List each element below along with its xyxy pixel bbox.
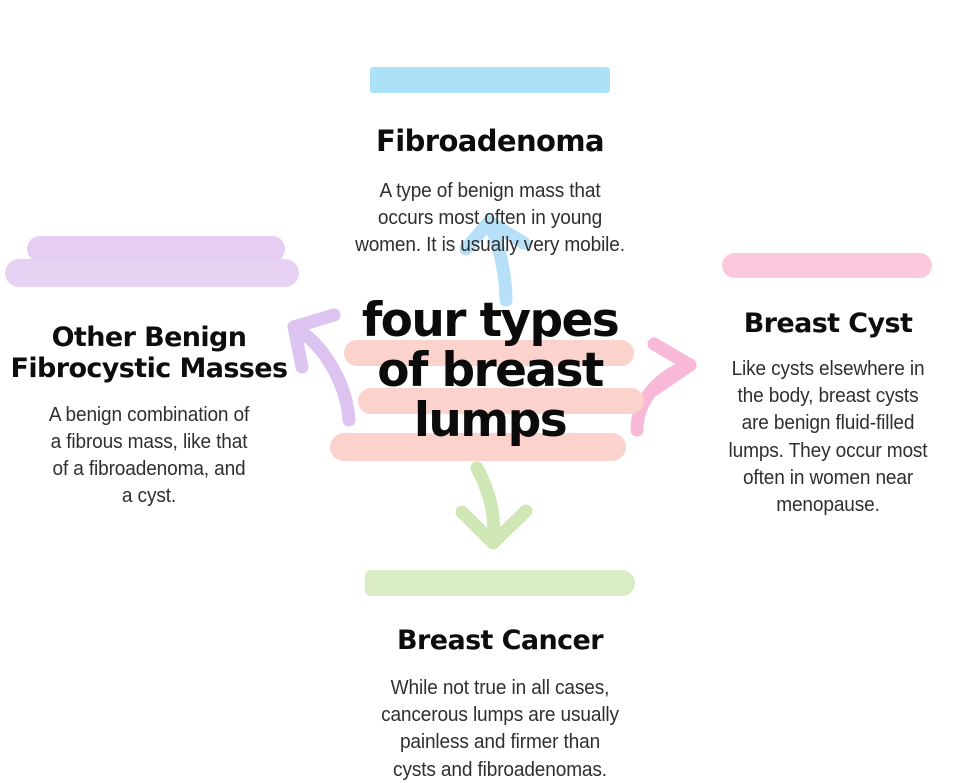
heading-text: Breast Cancer <box>397 624 604 656</box>
heading-text: Breast Cyst <box>743 307 913 339</box>
title-highlight-bar-1 <box>344 340 634 366</box>
heading-text: Other Benign Fibrocystic Masses <box>10 321 289 385</box>
heading-highlight-line-1 <box>26 236 286 262</box>
center-title-text: four types of breast lumps <box>361 293 620 448</box>
node-breast-cancer-body: While not true in all cases, cancerous l… <box>381 675 619 781</box>
heading-text: Fibroadenoma <box>376 124 604 159</box>
center-title-block: four types of breast lumps <box>330 293 650 461</box>
node-other-benign-fibrocystic-masses: Other Benign Fibrocystic Masses A benign… <box>0 228 304 510</box>
node-fibroadenoma-body: A type of benign mass that occurs most o… <box>355 178 625 257</box>
node-other-benign-body: A benign combination of a fibrous mass, … <box>48 402 250 508</box>
heading-highlight <box>365 570 635 596</box>
heading-highlight <box>370 67 610 93</box>
infographic-canvas: four types of breast lumps Fibroadenoma … <box>0 58 980 781</box>
node-breast-cyst-heading: Breast Cyst <box>721 245 933 339</box>
arrow-down-to-breast-cancer <box>455 461 533 550</box>
node-fibroadenoma-heading: Fibroadenoma <box>366 58 614 159</box>
node-breast-cyst: Breast Cyst Like cysts elsewhere in the … <box>676 245 980 518</box>
heading-highlight <box>721 253 933 278</box>
title-highlight-bar-2 <box>358 388 644 414</box>
node-breast-cancer: Breast Cancer While not true in all case… <box>330 562 670 783</box>
heading-highlight-line-2 <box>4 259 300 287</box>
node-breast-cancer-heading: Breast Cancer <box>365 562 635 656</box>
title-highlight-bar-3 <box>330 433 626 461</box>
node-breast-cyst-body: Like cysts elsewhere in the body, breast… <box>728 356 928 517</box>
node-fibroadenoma: Fibroadenoma A type of benign mass that … <box>290 58 690 259</box>
node-other-benign-heading: Other Benign Fibrocystic Masses <box>0 228 301 385</box>
